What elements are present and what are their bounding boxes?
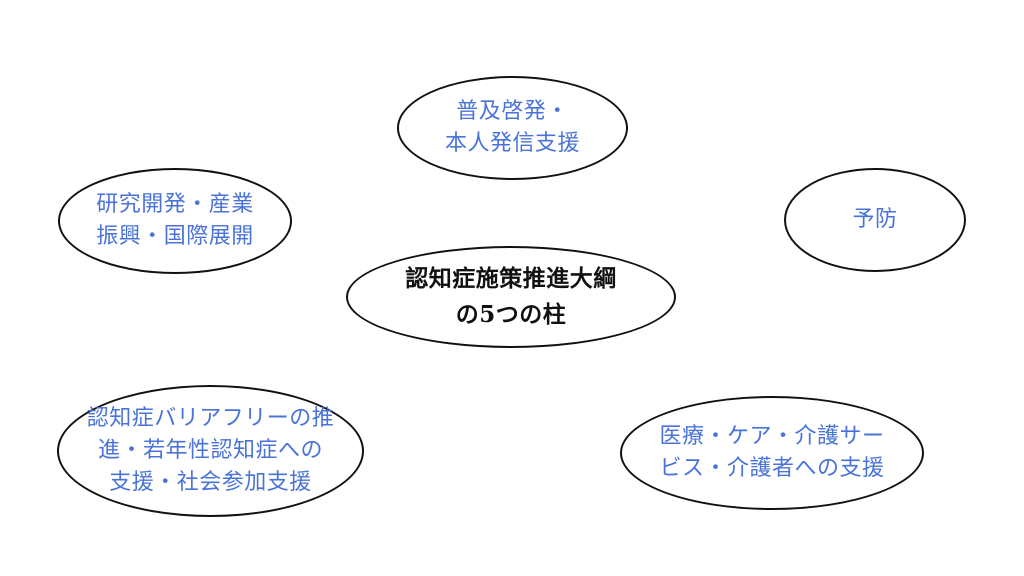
center-theme-line-2: の5つの柱 (455, 301, 567, 328)
pillar-awareness-line-1: 普及啓発・ (456, 99, 569, 125)
pillar-prevention-ellipse: 予防 (784, 168, 966, 272)
pillar-barrier-free-line-1: 認知症バリアフリーの推 (86, 406, 335, 432)
pillar-prevention-line-1: 予防 (852, 207, 898, 233)
center-theme-line-1: 認知症施策推進大綱 (405, 265, 617, 293)
pillar-research-ellipse: 研究開発・産業 振興・国際展開 (58, 168, 292, 274)
pillar-care-support-label: 医療・ケア・介護サー ビス・介護者への支援 (659, 421, 884, 485)
pillar-care-support-line-2: ビス・介護者への支援 (659, 456, 885, 481)
pillar-awareness-label: 普及啓発・ 本人発信支援 (445, 96, 580, 160)
pillar-barrier-free-label: 認知症バリアフリーの推 進・若年性認知症への 支援・社会参加支援 (87, 403, 335, 499)
pillar-care-support-ellipse: 医療・ケア・介護サー ビス・介護者への支援 (620, 396, 924, 510)
pillar-research-line-1: 研究開発・産業 (96, 192, 254, 218)
pillar-barrier-free-line-2: 進・若年性認知症への (97, 438, 323, 464)
center-theme-label: 認知症施策推進大綱 の5つの柱 (405, 261, 617, 332)
pillar-care-support-line-1: 医療・ケア・介護サー (659, 424, 885, 450)
pillar-research-label: 研究開発・産業 振興・国際展開 (96, 189, 254, 253)
pillar-prevention-label: 予防 (852, 204, 897, 236)
pillar-barrier-free-ellipse: 認知症バリアフリーの推 進・若年性認知症への 支援・社会参加支援 (57, 385, 364, 517)
center-theme-ellipse: 認知症施策推進大綱 の5つの柱 (346, 246, 676, 348)
pillar-research-line-2: 振興・国際展開 (96, 224, 254, 249)
pillar-awareness-ellipse: 普及啓発・ 本人発信支援 (397, 76, 628, 180)
pillar-awareness-line-2: 本人発信支援 (444, 131, 580, 156)
pillar-barrier-free-line-3: 支援・社会参加支援 (109, 469, 312, 495)
